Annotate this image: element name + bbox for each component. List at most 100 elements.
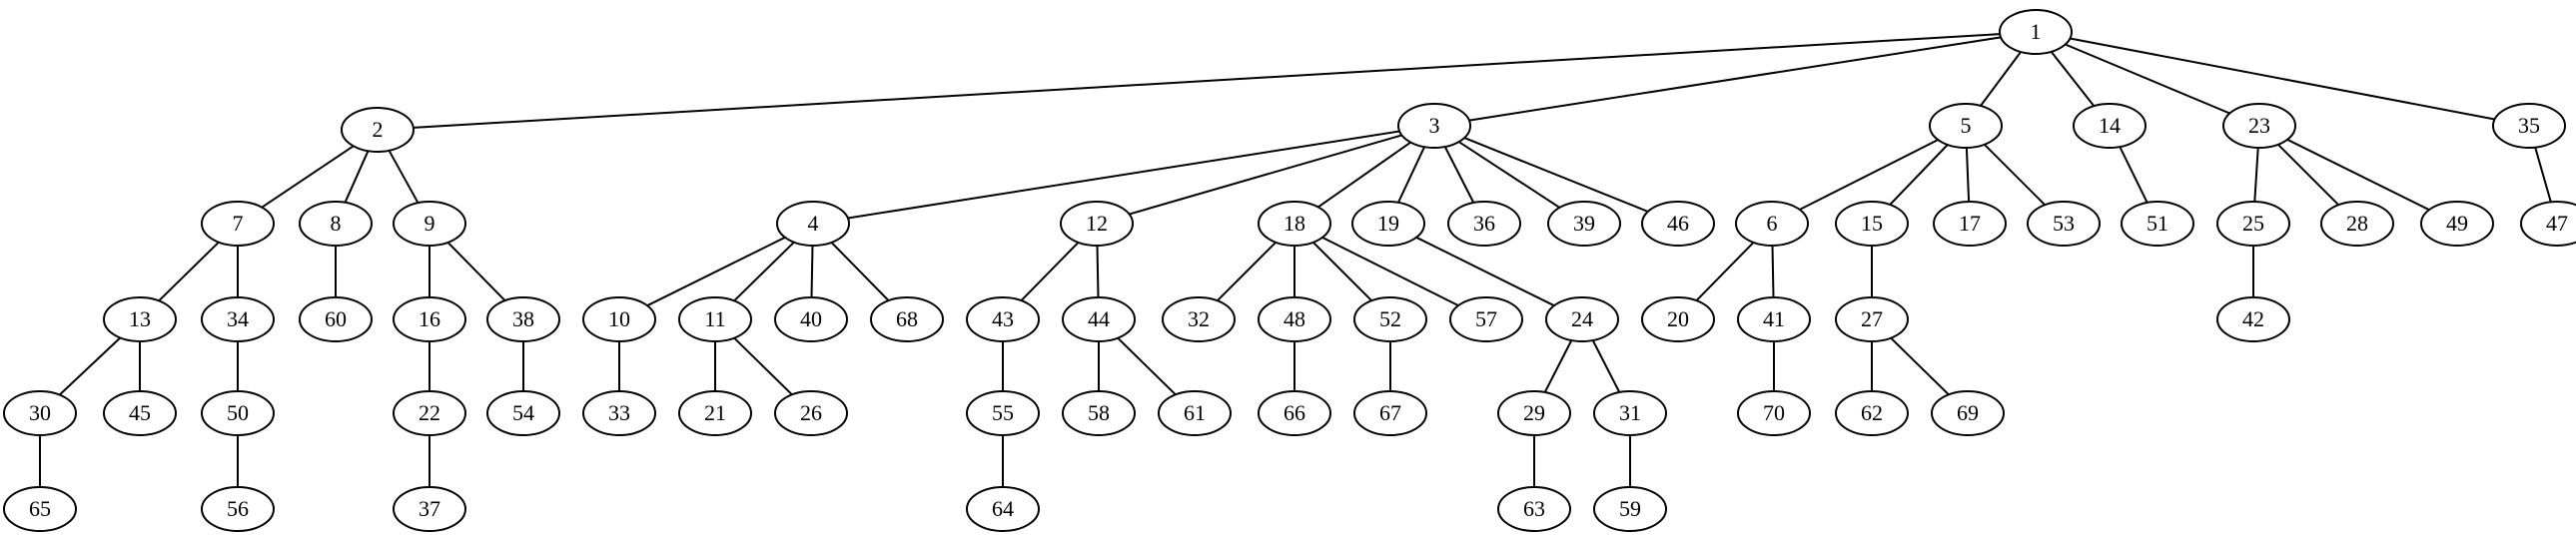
- node-69: 69: [1931, 390, 2005, 436]
- node-34: 34: [201, 296, 275, 342]
- node-label: 7: [233, 211, 244, 236]
- node-ellipse: [1641, 296, 1715, 342]
- node-10: 10: [582, 296, 656, 342]
- node-ellipse: [1545, 296, 1619, 342]
- edge-5-6: [1799, 139, 1939, 211]
- node-25: 25: [2216, 201, 2290, 247]
- edge-1-2: [413, 33, 2001, 129]
- node-label: 10: [608, 306, 630, 331]
- node-label: 69: [1957, 400, 1979, 425]
- node-ellipse: [3, 486, 77, 532]
- node-ellipse: [103, 296, 177, 342]
- node-ellipse: [582, 296, 656, 342]
- node-label: 61: [1184, 400, 1206, 425]
- edge-19-24: [1415, 236, 1555, 307]
- node-ellipse: [1353, 296, 1427, 342]
- node-ellipse: [393, 486, 466, 532]
- edge-5-17: [1965, 147, 1971, 203]
- node-ellipse: [3, 390, 77, 436]
- node-ellipse: [1353, 390, 1427, 436]
- node-label: 22: [419, 400, 440, 425]
- node-ellipse: [201, 390, 275, 436]
- node-ellipse: [1497, 390, 1571, 436]
- node-26: 26: [774, 390, 848, 436]
- node-ellipse: [776, 201, 850, 247]
- node-label: 44: [1088, 306, 1110, 331]
- node-label: 64: [992, 496, 1014, 521]
- node-14: 14: [2073, 103, 2147, 149]
- node-61: 61: [1158, 390, 1232, 436]
- node-ellipse: [2420, 201, 2494, 247]
- node-ellipse: [2216, 201, 2290, 247]
- node-label: 51: [2147, 211, 2168, 236]
- node-label: 41: [1763, 306, 1785, 331]
- edge-18-32: [1217, 242, 1277, 301]
- edge-23-25: [2253, 147, 2259, 203]
- node-label: 66: [1284, 400, 1305, 425]
- node-ellipse: [393, 296, 466, 342]
- node-ellipse: [2492, 103, 2566, 149]
- node-label: 48: [1284, 306, 1305, 331]
- node-ellipse: [1735, 201, 1809, 247]
- node-ellipse: [2073, 103, 2147, 149]
- node-label: 13: [129, 306, 151, 331]
- node-ellipse: [966, 296, 1040, 342]
- node-40: 40: [774, 296, 848, 342]
- node-5: 5: [1929, 103, 2003, 149]
- node-ellipse: [870, 296, 944, 342]
- node-24: 24: [1545, 296, 1619, 342]
- node-23: 23: [2222, 103, 2296, 149]
- node-46: 46: [1641, 201, 1715, 247]
- node-label: 2: [373, 117, 384, 142]
- node-48: 48: [1258, 296, 1331, 342]
- edge-1-3: [1468, 36, 2002, 122]
- node-label: 33: [608, 400, 630, 425]
- edge-3-46: [1463, 137, 1649, 213]
- node-52: 52: [1353, 296, 1427, 342]
- edge-4-40: [810, 245, 814, 298]
- node-label: 34: [227, 306, 249, 331]
- node-55: 55: [966, 390, 1040, 436]
- edge-14-51: [2119, 146, 2148, 204]
- node-ellipse: [103, 390, 177, 436]
- node-ellipse: [582, 390, 656, 436]
- node-label: 19: [1377, 211, 1399, 236]
- node-ellipse: [966, 486, 1040, 532]
- node-ellipse: [774, 296, 848, 342]
- node-label: 17: [1959, 211, 1981, 236]
- node-50: 50: [201, 390, 275, 436]
- node-11: 11: [678, 296, 752, 342]
- node-68: 68: [870, 296, 944, 342]
- node-62: 62: [1835, 390, 1909, 436]
- node-ellipse: [2222, 103, 2296, 149]
- node-ellipse: [1593, 390, 1667, 436]
- node-ellipse: [1547, 201, 1621, 247]
- node-label: 29: [1523, 400, 1545, 425]
- edge-6-41: [1771, 245, 1775, 298]
- node-67: 67: [1353, 390, 1427, 436]
- node-20: 20: [1641, 296, 1715, 342]
- node-ellipse: [393, 201, 466, 247]
- node-label: 5: [1961, 113, 1972, 138]
- node-label: 24: [1571, 306, 1593, 331]
- node-ellipse: [1933, 201, 2007, 247]
- node-ellipse: [1258, 201, 1331, 247]
- node-13: 13: [103, 296, 177, 342]
- node-label: 58: [1088, 400, 1110, 425]
- node-ellipse: [1835, 390, 1909, 436]
- node-21: 21: [678, 390, 752, 436]
- node-66: 66: [1258, 390, 1331, 436]
- node-label: 21: [704, 400, 726, 425]
- node-label: 53: [2053, 211, 2075, 236]
- node-ellipse: [2027, 201, 2101, 247]
- node-49: 49: [2420, 201, 2494, 247]
- node-70: 70: [1737, 390, 1811, 436]
- node-ellipse: [299, 201, 373, 247]
- node-41: 41: [1737, 296, 1811, 342]
- node-18: 18: [1258, 201, 1331, 247]
- node-1: 1: [1999, 9, 2073, 55]
- node-label: 36: [1473, 211, 1495, 236]
- node-ellipse: [393, 390, 466, 436]
- node-label: 43: [992, 306, 1014, 331]
